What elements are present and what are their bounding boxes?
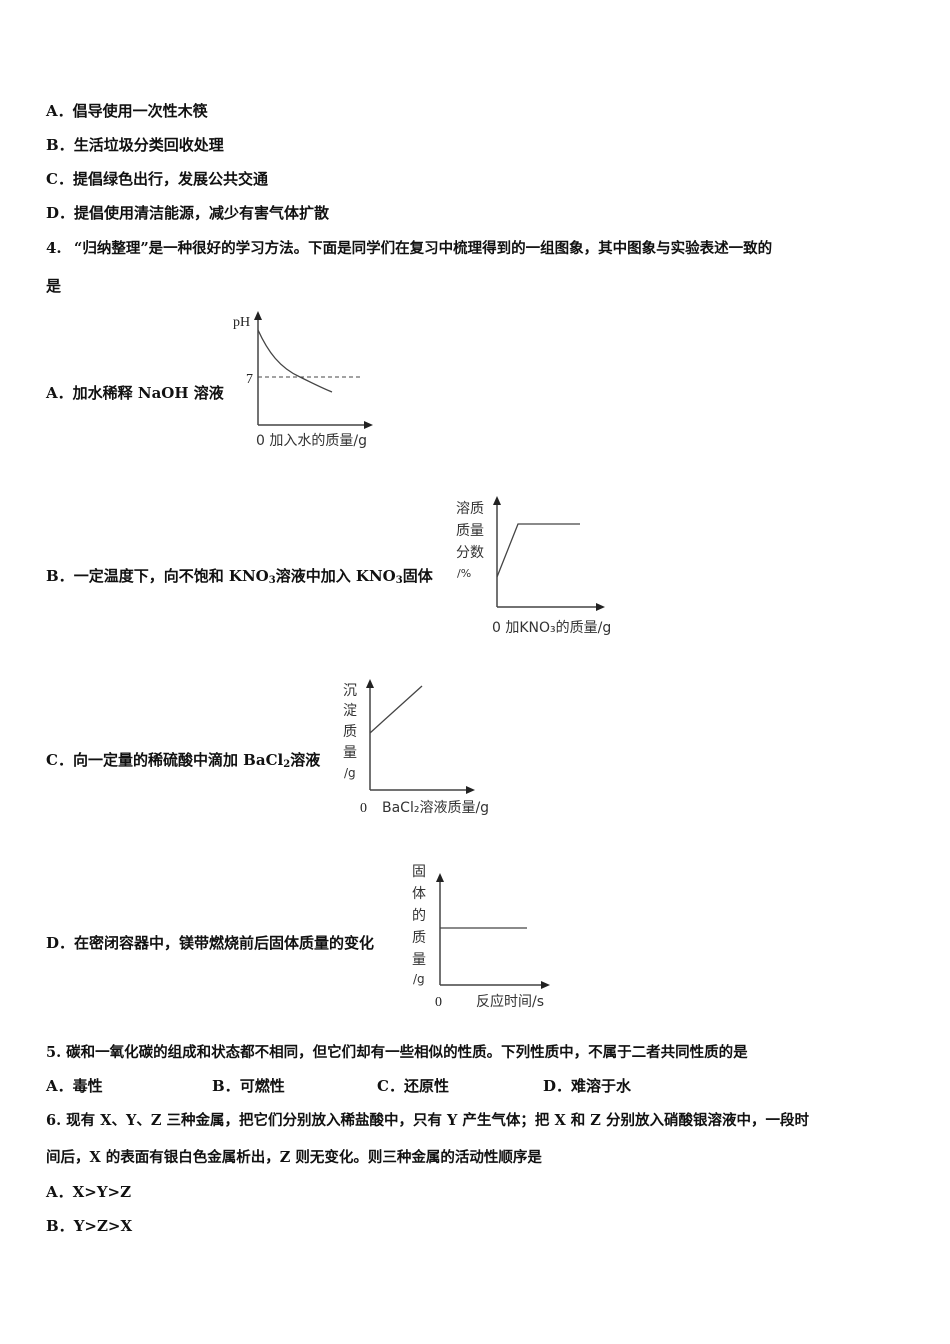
x-axis-label: 反应时间/s [476, 993, 544, 1010]
subscript: 3 [268, 575, 276, 586]
option-text: 倡导使用一次性木筷 [72, 102, 208, 120]
option-label: B． [46, 136, 74, 154]
option-label: A． [46, 1077, 73, 1095]
option-text: 还原性 [403, 1077, 449, 1095]
option-text: 毒性 [72, 1077, 103, 1095]
option-label: C． [46, 170, 73, 188]
q4-stem-line1: 4. “归纳整理”是一种很好的学习方法。下面是同学们在复习中梳理得到的一组图象，其… [46, 238, 772, 259]
q6-option-b: B．Y>Z>X [46, 1216, 132, 1236]
q4-option-d: D．在密闭容器中，镁带燃烧前后固体质量的变化 [46, 933, 374, 953]
chart-d: 固 体 的 质 量 /g 0 反应时间/s [412, 864, 550, 1010]
y-axis-label-char: 质 [412, 930, 426, 946]
option-text: 加水稀释 NaOH 溶液 [72, 384, 224, 402]
q4-option-a: A．加水稀释 NaOH 溶液 [46, 383, 224, 403]
q5-option-d: D．难溶于水 [543, 1076, 631, 1096]
y-axis-label-unit: /% [457, 567, 471, 580]
mass-fraction-line [496, 523, 580, 578]
option-label: D． [543, 1077, 572, 1095]
q3-option-d: D．提倡使用清洁能源，减少有害气体扩散 [46, 203, 329, 223]
option-text: 一定温度下，向不饱和 KNO [73, 567, 269, 585]
y-axis-arrow-icon [493, 496, 501, 505]
y-axis-label-unit: /g [344, 766, 356, 780]
q5-option-c: C．还原性 [377, 1076, 449, 1096]
y-axis-label: pH [233, 315, 250, 330]
q4-option-b: B．一定温度下，向不饱和 KNO3溶液中加入 KNO3固体 [46, 566, 433, 591]
x-axis-label: 0 加入水的质量/g [256, 433, 367, 449]
q4-option-c: C．向一定量的稀硫酸中滴加 BaCl2溶液 [46, 750, 320, 775]
option-text: 难溶于水 [571, 1077, 632, 1095]
y-axis-arrow-icon [254, 311, 262, 320]
y-axis-label-line: 质量 [456, 523, 484, 539]
option-text: 向一定量的稀硫酸中滴加 BaCl [72, 751, 284, 769]
q3-option-c: C．提倡绿色出行，发展公共交通 [46, 169, 268, 189]
x-axis-arrow-icon [466, 786, 475, 794]
option-label: D． [46, 934, 75, 952]
precipitate-line [369, 685, 423, 734]
subscript: 2 [283, 759, 291, 770]
q6-stem-line2: 间后，X 的表面有银白色金属析出，Z 则无变化。则三种金属的活动性顺序是 [46, 1149, 542, 1166]
option-text: 提倡绿色出行，发展公共交通 [72, 170, 268, 188]
option-text: 提倡使用清洁能源，减少有害气体扩散 [74, 204, 330, 222]
option-label: A． [46, 384, 73, 402]
y-axis-label-char: 淀 [343, 703, 357, 719]
option-text: 可燃性 [239, 1077, 285, 1095]
y-axis-arrow-icon [436, 873, 444, 882]
option-text: 固体 [402, 567, 433, 585]
y-axis-arrow-icon [366, 679, 374, 688]
ref-label: 7 [246, 372, 253, 387]
option-label: A． [46, 1183, 73, 1201]
chart-b: 溶质 质量 分数 /% 0 加KNO₃的质量/g [456, 496, 611, 636]
x-axis-arrow-icon [364, 421, 373, 429]
x-axis-label: BaCl₂溶液质量/g [382, 800, 489, 816]
y-axis-label-char: 沉 [343, 683, 357, 699]
chart-c: 沉 淀 质 量 /g 0 BaCl₂溶液质量/g [343, 679, 489, 816]
subscript: 3 [395, 575, 403, 586]
option-label: A． [46, 102, 73, 120]
option-text: 溶液中加入 KNO [275, 567, 396, 585]
y-axis-label-char: 量 [412, 952, 426, 968]
y-axis-label-unit: /g [413, 972, 425, 986]
q5-option-a: A．毒性 [46, 1076, 103, 1096]
question-stem: “归纳整理”是一种很好的学习方法。下面是同学们在复习中梳理得到的一组图象，其中图… [74, 240, 773, 257]
q3-option-b: B．生活垃圾分类回收处理 [46, 135, 224, 155]
option-text: 生活垃圾分类回收处理 [73, 136, 224, 154]
option-text: X>Y>Z [72, 1183, 132, 1201]
y-axis-label-char: 的 [412, 908, 426, 924]
option-label: D． [46, 204, 75, 222]
q6-option-a: A．X>Y>Z [46, 1182, 131, 1202]
y-axis-label-line: 分数 [456, 545, 484, 561]
option-text: 溶液 [290, 751, 321, 769]
y-axis-label-char: 量 [343, 745, 357, 761]
q5-option-b: B．可燃性 [212, 1076, 285, 1096]
option-text: 在密闭容器中，镁带燃烧前后固体质量的变化 [74, 934, 375, 952]
option-label: B． [212, 1077, 240, 1095]
option-label: C． [377, 1077, 404, 1095]
option-label: B． [46, 567, 74, 585]
x-axis-arrow-icon [596, 603, 605, 611]
y-axis-label-char: 体 [412, 886, 426, 902]
q6-stem-line1: 6. 现有 X、Y、Z 三种金属，把它们分别放入稀盐酸中，只有 Y 产生气体；把… [46, 1112, 809, 1129]
option-text: Y>Z>X [73, 1217, 133, 1235]
q5-stem: 5. 碳和一氧化碳的组成和状态都不相同，但它们却有一些相似的性质。下列性质中，不… [46, 1044, 748, 1061]
y-axis-label-char: 质 [343, 724, 357, 740]
y-axis-label-char: 固 [412, 864, 426, 880]
question-number: 4. [46, 239, 62, 257]
x-axis-arrow-icon [541, 981, 550, 989]
ph-curve [257, 329, 333, 393]
chart-a: pH 7 0 加入水的质量/g [233, 311, 373, 449]
q3-option-a: A．倡导使用一次性木筷 [46, 101, 208, 121]
y-axis-label-line: 溶质 [456, 501, 484, 517]
option-label: B． [46, 1217, 74, 1235]
option-label: C． [46, 751, 73, 769]
origin-label: 0 [435, 995, 442, 1010]
x-axis-label: 0 加KNO₃的质量/g [492, 620, 611, 636]
q4-stem-line2: 是 [46, 277, 62, 295]
origin-label: 0 [360, 801, 367, 816]
